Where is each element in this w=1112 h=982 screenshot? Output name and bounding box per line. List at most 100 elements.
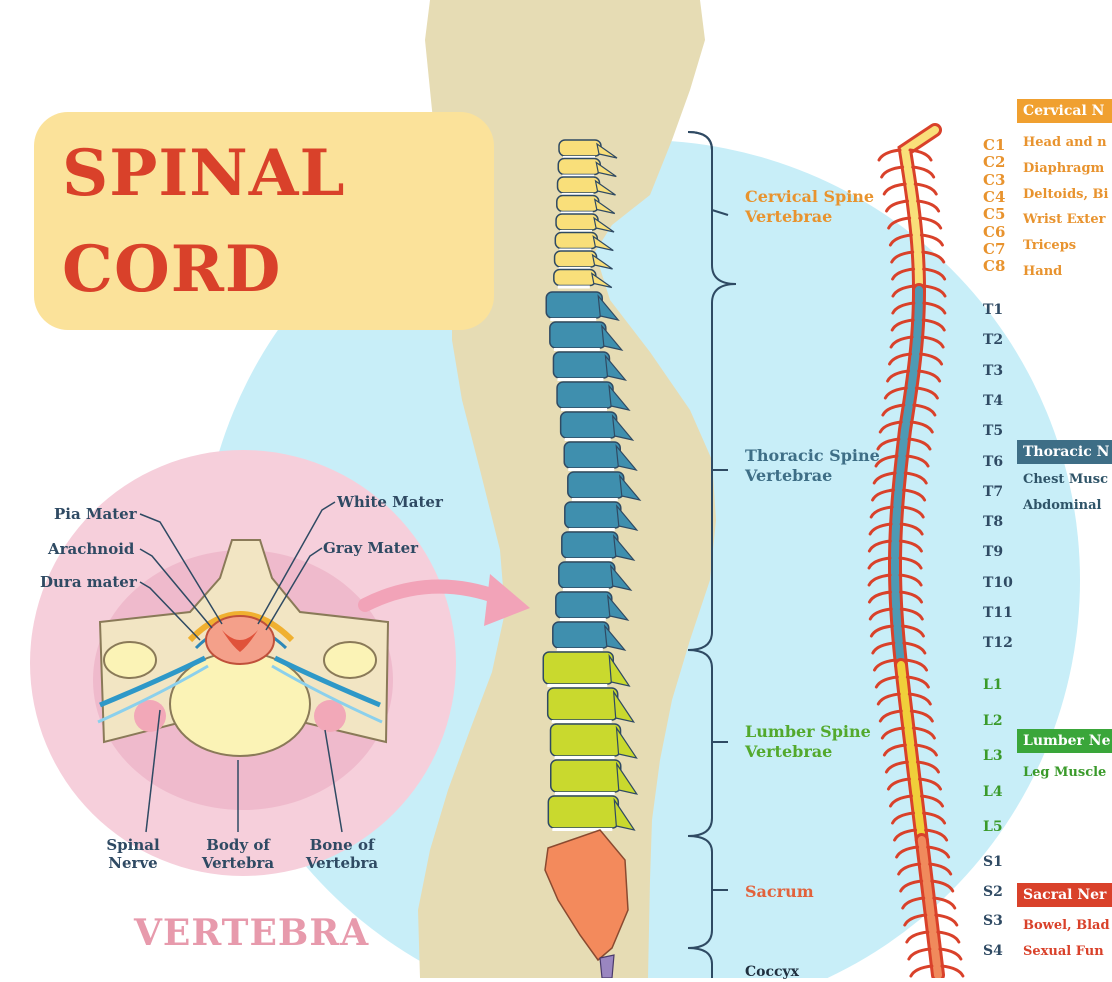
nerve-function-lumbar-1: Leg Muscle: [1023, 765, 1107, 780]
intervertebral-disc: [559, 248, 592, 252]
nerve-root-right: [918, 216, 943, 230]
nerve-root-right: [911, 165, 936, 179]
nerve-root-right: [926, 845, 951, 859]
vertebra-lumbar-22: [546, 687, 619, 721]
spinous-process: [594, 179, 616, 196]
intervertebral-disc: [562, 174, 595, 178]
nerve-root-left: [871, 488, 896, 502]
region-braces: [687, 131, 737, 978]
segment-cervical-2: C2: [983, 153, 1006, 172]
region-label-thoracic: Thoracic Spine Vertebrae: [745, 446, 880, 485]
spinous-process: [593, 216, 615, 233]
nerve-heading-lumbar: Lumber Ne: [1017, 729, 1112, 753]
intervertebral-disc: [556, 648, 603, 651]
vertebra-leader-lines: [139, 501, 343, 833]
vertebra-cervical-2: [557, 157, 602, 176]
intervertebral-disc: [559, 618, 606, 621]
nerve-root-right: [934, 913, 959, 927]
segment-thoracic-12: T12: [983, 635, 1013, 652]
segment-thoracic-11: T11: [983, 605, 1013, 621]
segment-lumbar-5: L5: [983, 819, 1003, 835]
nerve-root-right: [900, 624, 925, 638]
segment-cervical-1: C1: [983, 136, 1006, 154]
nerve-root-right: [905, 454, 930, 468]
segment-cervical-8: C8: [983, 257, 1006, 276]
cord-lumbar: [897, 661, 926, 844]
nerve-root-right: [922, 811, 947, 825]
nerve-root-left: [874, 454, 899, 468]
spinous-process: [596, 142, 618, 159]
nerve-root-left: [881, 403, 906, 417]
title-line-2: CORD: [62, 232, 282, 307]
nerve-function-cervical-3: Deltoids, Bi: [1023, 187, 1109, 202]
nerve-root-left: [891, 811, 916, 825]
vertebra-thoracic-17: [561, 531, 619, 559]
nerve-root-right: [905, 675, 930, 689]
region-label-sacrum: Sacrum: [745, 882, 814, 901]
intervertebral-disc: [560, 211, 593, 215]
nerve-root-right: [919, 233, 944, 247]
spinous-process: [593, 198, 616, 215]
vertebra-cervical-1: [558, 139, 602, 157]
nerve-function-sacral-2: Sexual Fun: [1023, 944, 1104, 959]
spinal-column: [542, 139, 642, 978]
nerve-root-left: [899, 879, 924, 893]
segment-lumbar-3: L3: [983, 748, 1003, 764]
nerve-root-right: [907, 437, 932, 451]
intervertebral-disc: [563, 156, 595, 159]
segment-thoracic-4: T4: [983, 392, 1004, 409]
nerve-function-thoracic-1: Chest Musc: [1023, 472, 1108, 487]
label-pia-mater: Pia Mater: [54, 505, 137, 523]
nerve-root-right: [898, 556, 923, 570]
segment-thoracic-5: T5: [983, 423, 1004, 440]
intervertebral-disc: [561, 408, 608, 411]
nerve-root-left: [888, 352, 913, 366]
nerve-function-cervical-6: Hand: [1023, 264, 1063, 279]
spinous-process: [615, 761, 639, 795]
nerve-function-sacral-1: Bowel, Blad: [1023, 918, 1110, 933]
intervertebral-disc: [568, 468, 615, 471]
nerve-root-left: [867, 573, 892, 587]
sacrum-bone: [544, 829, 629, 962]
spinous-process: [611, 414, 635, 441]
nerve-root-right: [909, 709, 934, 723]
nerve-root-right: [900, 505, 925, 519]
nerve-root-right: [930, 879, 955, 893]
spinous-process: [601, 324, 624, 351]
nerve-root-left: [876, 692, 901, 706]
nerve-function-cervical-1: Head and n: [1023, 135, 1107, 150]
nerve-root-right: [899, 607, 924, 621]
nerve-function-cervical-2: Diaphragm: [1023, 161, 1105, 176]
segment-lumbar-4: L4: [983, 783, 1003, 800]
label-bone-of-vertebra: Bone of Vertebra: [305, 836, 379, 872]
nerve-root-left: [868, 522, 893, 536]
nerve-root-right: [921, 250, 946, 264]
spinous-process: [592, 235, 614, 252]
segment-sacral-1: S1: [983, 854, 1003, 870]
nerve-root-left: [889, 335, 914, 349]
spinous-process: [619, 474, 642, 501]
intervertebral-disc: [561, 193, 594, 196]
vertebra-thoracic-14: [563, 441, 621, 469]
vertebra-thoracic-19: [555, 591, 613, 619]
vertebra-cervical-7: [553, 250, 598, 268]
spinous-process: [615, 444, 638, 471]
cord-cervical: [900, 126, 939, 294]
vertebra-lumbar-25: [547, 795, 620, 829]
nerve-root-left: [872, 471, 897, 485]
nerve-root-right: [914, 386, 939, 400]
nerve-root-right: [902, 488, 927, 502]
nerve-root-left: [886, 777, 911, 791]
intervertebral-disc: [571, 498, 618, 501]
vertebra-cervical-5: [555, 213, 599, 231]
spinous-process: [607, 594, 630, 621]
spinous-process: [604, 354, 628, 381]
spinous-process: [590, 272, 613, 289]
nerve-root-left: [874, 675, 899, 689]
nerve-root-left: [893, 828, 918, 842]
nerve-root-left: [907, 947, 932, 961]
nerve-root-right: [938, 947, 963, 961]
nerve-root-right: [940, 964, 965, 978]
nerve-root-left: [891, 284, 916, 298]
